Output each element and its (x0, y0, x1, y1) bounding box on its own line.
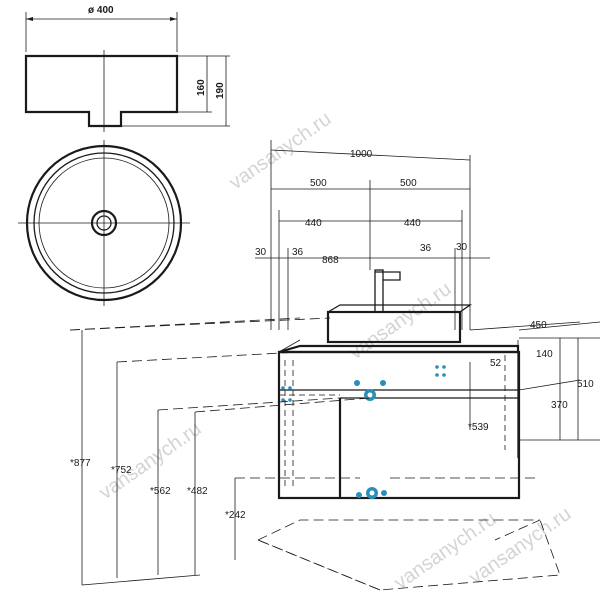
dim-depth: 450 (530, 320, 547, 331)
dim-half-right: 500 (400, 178, 417, 189)
basin-height-inner-label: 160 (196, 79, 207, 96)
dim-inset-right: 440 (404, 218, 421, 229)
dim-height-242: *242 (225, 510, 246, 521)
basin-side-view: ø 400 160 190 (24, 5, 230, 132)
basin-diameter-label: ø 400 (88, 5, 114, 16)
dim-top-height: 140 (536, 349, 553, 360)
dim-total-height: 510 (577, 379, 594, 390)
cabinet (277, 339, 521, 500)
plumbing-markers (281, 365, 446, 499)
left-height-dimensions: *877 *752 *562 *482 *242 (70, 330, 246, 586)
dim-width-total: 1000 (350, 149, 373, 160)
dim-drawer-gap: 52 (490, 358, 502, 369)
dim-edge-right: 30 (456, 242, 468, 253)
dim-inset-left: 440 (305, 218, 322, 229)
dim-offset-right: 36 (420, 243, 432, 254)
basin-height-outer-label: 190 (215, 82, 226, 99)
dim-height-562: *562 (150, 486, 171, 497)
dim-body-height: 370 (551, 400, 568, 411)
dim-height-752: *752 (111, 465, 132, 476)
dim-edge-left: 30 (255, 247, 267, 258)
cabinet-top-dimensions: 1000 500 500 440 440 30 36 868 36 30 (255, 140, 490, 330)
floor-guides (69, 317, 561, 591)
mounted-basin (326, 269, 473, 344)
dim-half-left: 500 (310, 178, 327, 189)
dim-inner-width: 868 (322, 255, 339, 266)
basin-top-view (18, 140, 190, 306)
cabinet-right-dimensions: 450 140 510 370 52 *539 (468, 320, 600, 441)
dim-drain-height: *539 (468, 422, 489, 433)
dim-height-482: *482 (187, 486, 208, 497)
dim-offset-left: 36 (292, 247, 304, 258)
dim-height-877: *877 (70, 458, 91, 469)
